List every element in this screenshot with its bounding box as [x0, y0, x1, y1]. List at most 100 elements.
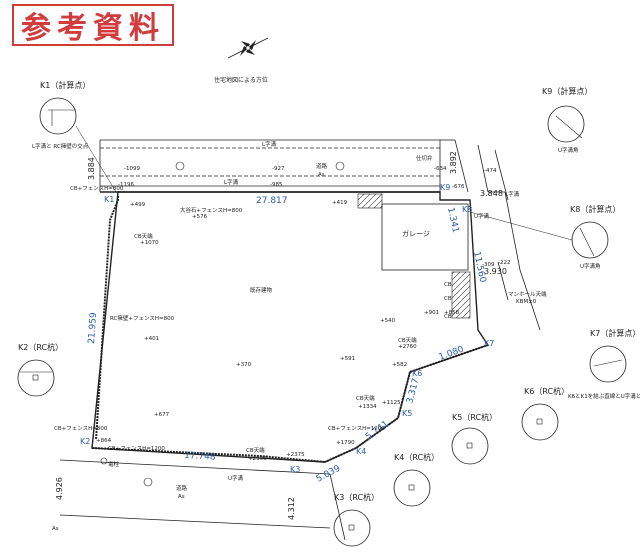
svg-text:K1（計算点）: K1（計算点） [40, 80, 90, 90]
manhole-icon [143, 477, 153, 487]
elevation: +1790 [336, 440, 355, 446]
callout-k3: K3（RC杭） [333, 492, 379, 547]
label-pole: 電柱 [108, 460, 120, 468]
label-u-ditch-right: U字溝 [474, 212, 490, 220]
svg-text:K7（計算点）: K7（計算点） [590, 328, 640, 338]
elevation: +901 [424, 310, 439, 316]
fence-left [95, 196, 119, 441]
elevation: -985 [270, 182, 283, 188]
compass-caption: 住宅地図による方位 [214, 76, 268, 84]
point-k8: K8 [462, 205, 472, 214]
dist-k6k7: 1.080 [438, 345, 466, 363]
fence-k6k7 [409, 344, 489, 373]
label-road-bottom: 道路 [176, 484, 188, 492]
elevation: +540 [380, 318, 396, 324]
manhole-icon [175, 161, 185, 171]
point-k5: K5 [402, 409, 412, 418]
fence-right [324, 371, 411, 463]
point-k2: K2 [80, 437, 90, 446]
right-road [440, 139, 541, 331]
svg-text:U字溝角: U字溝角 [558, 146, 579, 154]
callout-k5: K5（RC杭） [451, 412, 497, 465]
label-stone-wall: 大谷石+フェンスH=800 [180, 206, 243, 214]
bottom-road [59, 459, 346, 541]
point-k7: K7 [484, 339, 494, 348]
svg-text:K3（RC杭）: K3（RC杭） [334, 492, 379, 502]
elevation: +677 [154, 412, 170, 418]
elevation: +1334 [358, 404, 377, 410]
label-cb-2: CB [444, 296, 452, 302]
stairs-right [451, 271, 471, 319]
elevation: +401 [144, 336, 159, 342]
elevation: -1099 [124, 166, 140, 172]
elevation: +2906 [248, 456, 267, 462]
label-road-top: 道路 [316, 162, 328, 170]
svg-text:K5（RC杭）: K5（RC杭） [452, 412, 497, 422]
label-cb-fence-k1: CB+フェンスH=800 [70, 185, 124, 192]
label-rc-wall: RC擁壁+フェンスH=800 [110, 314, 175, 322]
point-k3: K3 [290, 465, 300, 474]
elevation: +1070 [140, 240, 159, 246]
label-cb-fence-k4: CB+フェンスH=1200 [328, 425, 385, 432]
elevation: -222 [498, 260, 510, 266]
label-as-left: As [52, 526, 59, 532]
fence-bottom [91, 447, 326, 463]
label-cb-1: CB [444, 282, 452, 288]
callout-k8: K8（計算点） U字溝角 [469, 204, 620, 270]
elevation: +2375 [286, 452, 305, 458]
elevation: -474 [484, 168, 497, 174]
elevation: +370 [236, 362, 252, 368]
label-l-ditch-top: L字溝 [262, 140, 277, 148]
svg-text:K4（RC杭）: K4（RC杭） [394, 452, 439, 462]
label-garage: ガレージ [402, 229, 430, 238]
point-k4: K4 [356, 447, 366, 456]
elevation: +582 [392, 362, 407, 368]
dist-top: 27.817 [256, 196, 288, 206]
point-k1: K1 [104, 195, 114, 204]
callout-k2: K2（RC杭） [17, 342, 63, 397]
callout-k1: K1（計算点） L字溝と RC擁壁の交点 [32, 80, 117, 193]
site-boundary [91, 191, 490, 463]
label-existing-building: 既存建物 [250, 286, 273, 294]
label-road-bottom-sub: As [178, 494, 185, 500]
stairs [357, 193, 383, 209]
callout-k7: K7（計算点） K6とK1を結ぶ直線とU字溝との交点 [568, 328, 640, 400]
label-stopcock: 仕切弁 [416, 154, 433, 162]
callout-k9: K9（計算点） U字溝角 [542, 86, 592, 154]
label-cb-k1: CB天端 [134, 232, 153, 240]
elevation: +419 [332, 200, 348, 206]
elevation: +591 [340, 356, 355, 362]
elevation: -1196 [118, 182, 134, 188]
elevation: +858 [444, 310, 460, 316]
svg-text:K6とK1を結ぶ直線とU字溝との交点: K6とK1を結ぶ直線とU字溝との交点 [568, 392, 640, 400]
elevation: +576 [192, 214, 208, 220]
elevation: -927 [272, 166, 285, 172]
svg-text:K9（計算点）: K9（計算点） [542, 86, 592, 96]
elevation: +2760 [398, 344, 417, 350]
north-arrow-icon [227, 37, 269, 59]
dist-bottom-left: 4.926 [55, 477, 64, 500]
dist-road-right: 3.892 [449, 151, 458, 174]
label-manhole: マンホール天端 [508, 290, 547, 298]
label-cb-k6: CB天端 [398, 336, 417, 344]
label-cb-bottom: CB天端 [246, 446, 265, 454]
dist-left: 21.959 [87, 312, 99, 344]
svg-text:K8（計算点）: K8（計算点） [570, 204, 620, 214]
point-k9: K9 [440, 183, 450, 192]
label-l-ditch-mid: L字溝 [224, 178, 239, 186]
callout-k6: K6（RC杭） [521, 386, 569, 441]
dist-k3k4: 5.039 [315, 464, 343, 485]
label-road-top-sub: As [318, 172, 325, 178]
dist-k9-left: 1.341 [445, 207, 460, 234]
label-u-ditch-bottom: U字溝 [228, 474, 244, 482]
label-cb-fence-k2: CB+フェンスH=800 [54, 425, 108, 432]
label-cb-fence-k2b: CB+フェンスH=1200 [108, 445, 165, 452]
elevation: -634 [434, 166, 447, 172]
svg-text:U字溝角: U字溝角 [580, 262, 601, 270]
elevation: +864 [96, 438, 112, 444]
dist-right-mid: 3.930 [484, 267, 507, 276]
label-manhole-sub: KBM±0 [516, 299, 537, 305]
manhole-icon [335, 161, 345, 171]
label-cb-k5: CB天端 [356, 394, 375, 402]
